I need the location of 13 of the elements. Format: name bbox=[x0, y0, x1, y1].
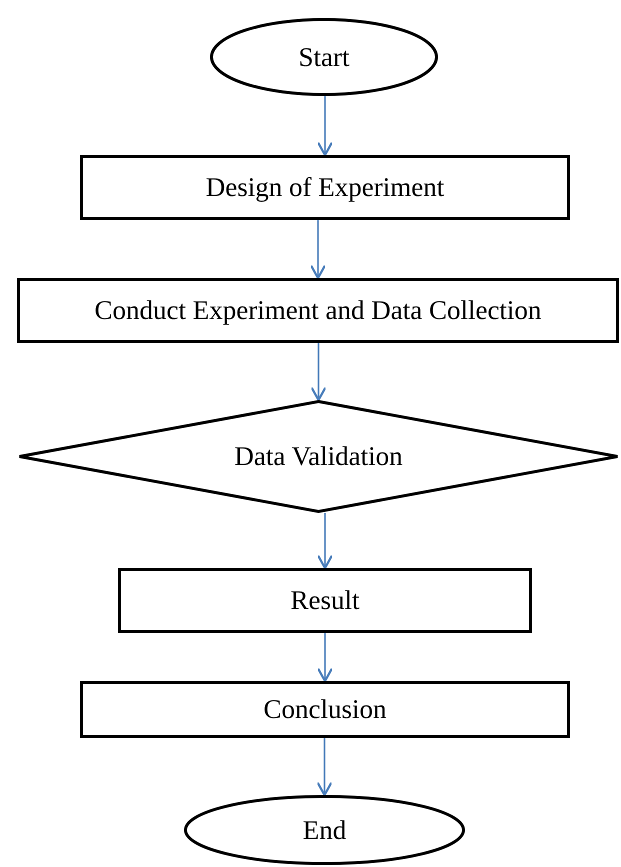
node-label: Conclusion bbox=[263, 694, 386, 725]
arrow bbox=[310, 343, 327, 402]
arrow bbox=[316, 96, 334, 156]
arrow bbox=[316, 633, 334, 682]
node-label: Conduct Experiment and Data Collection bbox=[94, 295, 542, 326]
node-label: Design of Experiment bbox=[206, 172, 444, 203]
arrow bbox=[316, 513, 334, 570]
node-label: Result bbox=[290, 585, 360, 616]
node-label: End bbox=[302, 814, 346, 846]
node-label: Start bbox=[298, 42, 350, 72]
arrow bbox=[316, 738, 333, 796]
arrow bbox=[310, 220, 326, 280]
node-label: Data Validation bbox=[234, 441, 403, 472]
